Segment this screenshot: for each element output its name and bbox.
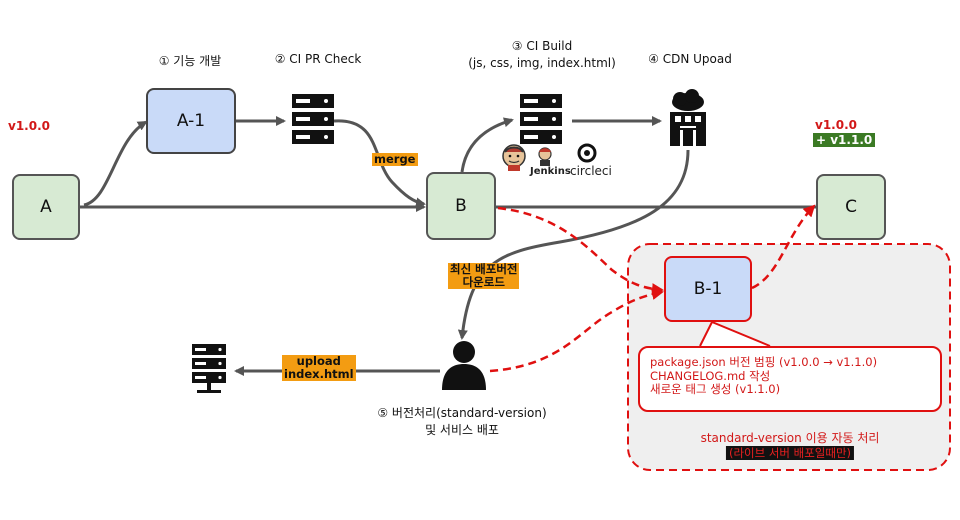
auto-process-subtitle: (라이브 서버 배포일때만): [725, 445, 855, 461]
build-server-icon: [520, 94, 562, 144]
live-server-icon: [192, 344, 226, 393]
upload-tag-line1: upload: [296, 354, 341, 368]
jenkins-logo-text: Jenkins: [530, 166, 571, 177]
step-5-detail: 및 서비스 배포: [425, 423, 499, 437]
download-tag-line2: 다운로드: [462, 275, 505, 289]
step-2-label: ② CI PR Check: [274, 52, 362, 66]
upload-tag: upload index.html: [282, 355, 356, 381]
edge-b1-to-c: [751, 204, 816, 290]
step-3-label: ③ CI Build: [511, 39, 573, 53]
node-b[interactable]: B: [426, 172, 496, 240]
version-left: v1.0.0: [8, 119, 50, 133]
step-3-detail: (js, css, img, index.html): [468, 56, 616, 70]
note-line-1: package.json 버전 범핑 (v1.0.0 → v1.1.0): [650, 355, 878, 369]
version-bump-note: package.json 버전 범핑 (v1.0.0 → v1.1.0) CHA…: [638, 346, 942, 412]
version-right-new: + v1.1.0: [813, 133, 876, 147]
step-1-label: ① 기능 개발: [158, 54, 222, 68]
edge-ci-to-b: [333, 119, 426, 208]
auto-process-subtitle-text: (라이브 서버 배포일때만): [725, 446, 855, 460]
edge-b-to-b1: [497, 206, 664, 296]
edge-b-to-build: [460, 117, 514, 173]
user-icon: [442, 341, 486, 390]
auto-process-title: standard-version 이용 자동 처리: [700, 431, 880, 445]
cloud-cdn-icon: [670, 89, 706, 146]
note-pointer: [699, 320, 771, 347]
version-right-old: v1.0.0: [815, 118, 857, 132]
jenkins-butler-icon: [538, 147, 552, 166]
step-4-label: ④ CDN Upoad: [648, 52, 732, 66]
circleci-logo-icon: [577, 143, 597, 163]
node-c[interactable]: C: [816, 174, 886, 240]
step-5-label: ⑤ 버전처리(standard-version): [377, 406, 547, 420]
node-b1[interactable]: B-1: [664, 256, 752, 322]
node-a[interactable]: A: [12, 174, 80, 240]
merge-tag: merge: [372, 152, 418, 166]
edge-a-to-a1: [83, 120, 148, 207]
note-line-2: CHANGELOG.md 작성: [650, 368, 771, 383]
upload-tag-line2: index.html: [284, 367, 354, 381]
circleci-logo-text: circleci: [570, 164, 612, 178]
jenkins-logo-icon: [502, 144, 526, 171]
node-a1[interactable]: A-1: [146, 88, 236, 154]
note-line-3: 새로운 태그 생성 (v1.1.0): [650, 382, 781, 396]
download-tag: 최신 배포버전 다운로드: [448, 262, 520, 289]
download-tag-line1: 최신 배포버전: [450, 262, 518, 276]
server-icon: [292, 94, 334, 144]
edge-user-to-b1: [489, 288, 664, 373]
